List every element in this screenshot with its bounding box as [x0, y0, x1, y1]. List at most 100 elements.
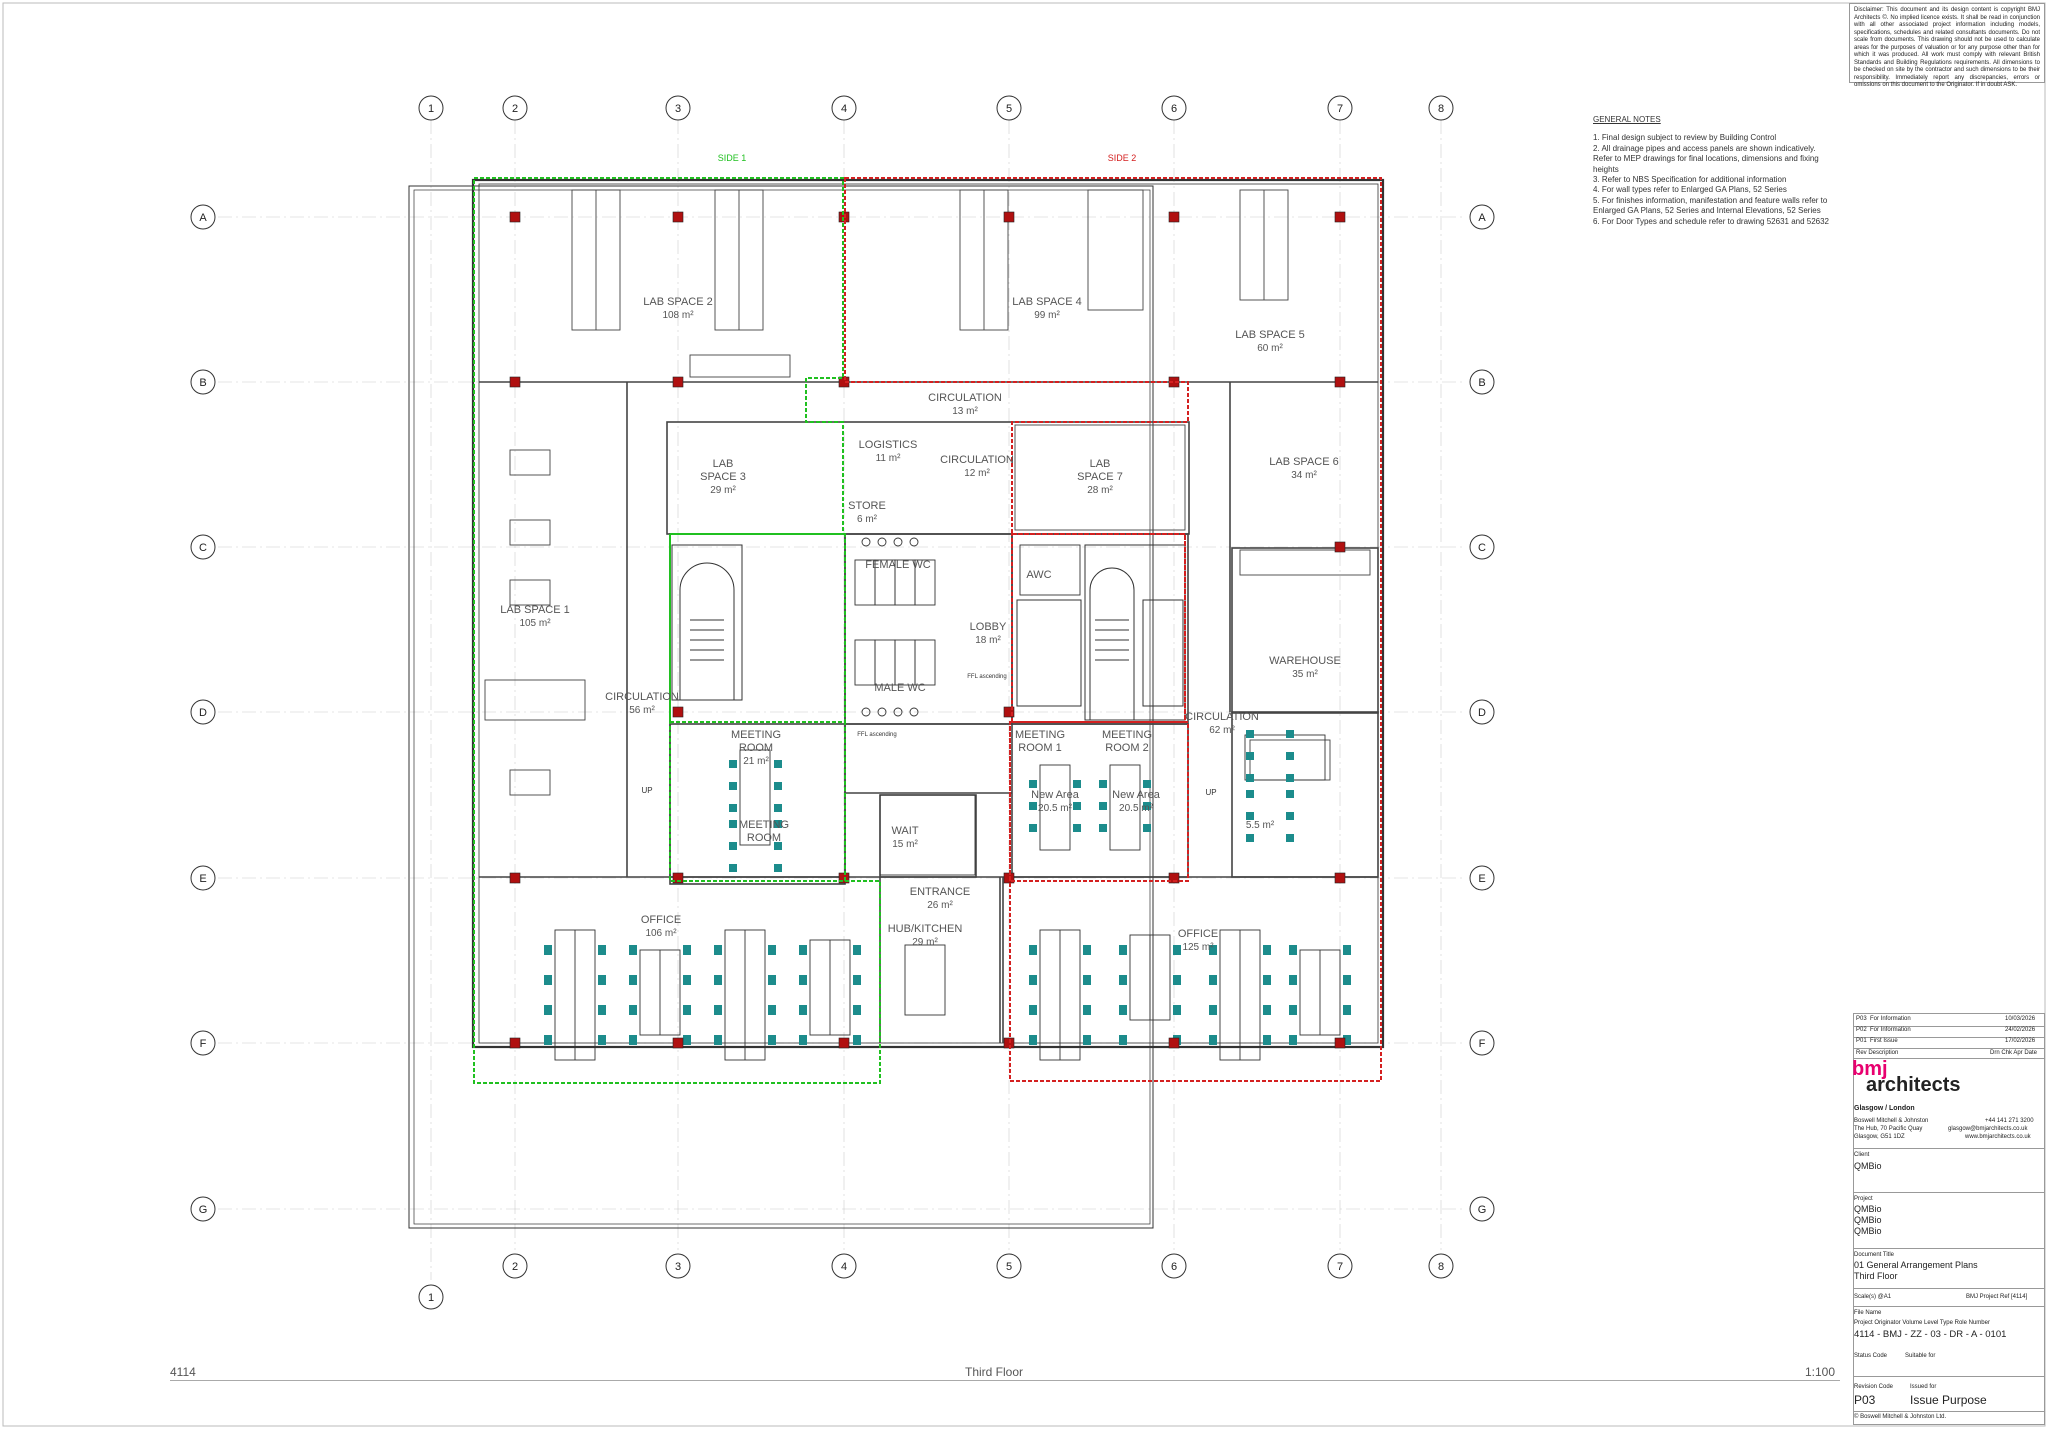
chair — [1029, 1035, 1037, 1045]
chair — [598, 945, 606, 955]
bmj-logo: bmj — [1852, 1058, 1888, 1080]
grid-column-label: 1 — [428, 103, 434, 115]
room-area: 29 m² — [710, 485, 736, 496]
grid-column-label: 5 — [1006, 103, 1012, 115]
stair-up-label: UP — [1205, 788, 1216, 797]
issued-for-value: Issue Purpose — [1910, 1393, 1987, 1407]
room-area: 60 m² — [1257, 343, 1283, 354]
chair — [1289, 1035, 1297, 1045]
structural-column — [509, 376, 521, 388]
footer-drawing-title: Third Floor — [965, 1365, 1024, 1379]
chair — [1099, 802, 1107, 810]
chair — [768, 945, 776, 955]
room-name: ROOM 2 — [1105, 742, 1148, 754]
chairs — [544, 730, 1351, 1045]
room-name: MEETING — [731, 729, 781, 741]
chair — [714, 975, 722, 985]
grid-row-label: F — [1479, 1038, 1486, 1050]
room-name: CIRCULATION — [605, 691, 679, 703]
architects-logo: architects — [1866, 1074, 1961, 1096]
chair — [629, 1035, 637, 1045]
chair — [799, 1005, 807, 1015]
chair — [544, 1035, 552, 1045]
document-title-label: Document Title — [1854, 1252, 1895, 1258]
divider — [1853, 1192, 2045, 1193]
room-area: 56 m² — [629, 705, 655, 716]
grid-row-label: D — [199, 707, 207, 719]
chair — [1073, 802, 1081, 810]
structural-column — [1334, 541, 1346, 553]
chair — [1286, 790, 1294, 798]
chair — [629, 945, 637, 955]
issued-for-label: Issued for — [1910, 1384, 1937, 1390]
room-name: LOBBY — [970, 621, 1007, 633]
structural-column — [1003, 706, 1015, 718]
divider — [1853, 1058, 2045, 1059]
structural-column — [1334, 211, 1346, 223]
chair — [1119, 975, 1127, 985]
zone-side-2 — [844, 177, 1382, 1082]
file-name-fields: Project Originator Volume Level Type Rol… — [1854, 1320, 1990, 1326]
company-name: Boswell Mitchell & Johnston — [1854, 1118, 1929, 1124]
chair — [544, 1005, 552, 1015]
room-area: 26 m² — [927, 900, 953, 911]
grid-column-label: 4 — [841, 103, 847, 115]
divider — [1853, 1248, 2045, 1249]
chair — [799, 945, 807, 955]
chair — [768, 1005, 776, 1015]
chair — [774, 804, 782, 812]
chair — [1263, 945, 1271, 955]
chair — [1083, 1005, 1091, 1015]
chair — [1246, 812, 1254, 820]
email: glasgow@bmjarchitects.co.uk — [1948, 1126, 2028, 1132]
grid-column-label: 5 — [1006, 1261, 1012, 1273]
general-note: 2. All drainage pipes and access panels … — [1593, 143, 1819, 174]
room-area: 29 m² — [912, 937, 938, 948]
grid-column-label: 7 — [1337, 1261, 1343, 1273]
room-name: ROOM — [747, 832, 781, 844]
chair — [1246, 752, 1254, 760]
room-name: LAB SPACE 4 — [1012, 296, 1082, 308]
chair — [683, 975, 691, 985]
room-name: MALE WC — [874, 682, 925, 694]
grid-row-label: B — [1478, 377, 1485, 389]
chair — [1083, 945, 1091, 955]
chair — [1286, 752, 1294, 760]
chair — [1263, 975, 1271, 985]
room-name: MEETING — [739, 819, 789, 831]
room-name: MEETING — [1015, 729, 1065, 741]
divider — [1853, 1288, 2045, 1289]
grid-row-label: E — [1478, 873, 1485, 885]
structural-column — [672, 872, 684, 884]
chair — [598, 975, 606, 985]
wc-cubicles — [854, 537, 1081, 717]
structural-column — [1168, 1037, 1180, 1049]
chair — [1119, 945, 1127, 955]
chair — [1286, 812, 1294, 820]
chair — [729, 842, 737, 850]
structural-column — [1334, 376, 1346, 388]
chair — [1289, 975, 1297, 985]
room-name: SPACE 3 — [700, 471, 746, 483]
zone-side-2-label: SIDE 2 — [1108, 153, 1137, 163]
project-line: QMBio — [1854, 1226, 1882, 1236]
grid-column-label: 8 — [1438, 1261, 1444, 1273]
chair — [729, 804, 737, 812]
zone-side-1 — [473, 177, 881, 1084]
address-line-2: Glasgow, G51 1DZ — [1854, 1134, 1905, 1140]
chair — [1173, 945, 1181, 955]
room-area: 12 m² — [964, 468, 990, 479]
structural-column — [672, 706, 684, 718]
chair — [1143, 780, 1151, 788]
chair — [1073, 780, 1081, 788]
grid-row-label: C — [1478, 542, 1486, 554]
chair — [799, 975, 807, 985]
room-area: 99 m² — [1034, 310, 1060, 321]
chair — [1343, 1005, 1351, 1015]
chair — [1343, 1035, 1351, 1045]
grid-column-label: 2 — [512, 103, 518, 115]
chair — [1246, 790, 1254, 798]
general-notes-heading: GENERAL NOTES — [1593, 115, 1661, 124]
divider — [1853, 1148, 2045, 1149]
